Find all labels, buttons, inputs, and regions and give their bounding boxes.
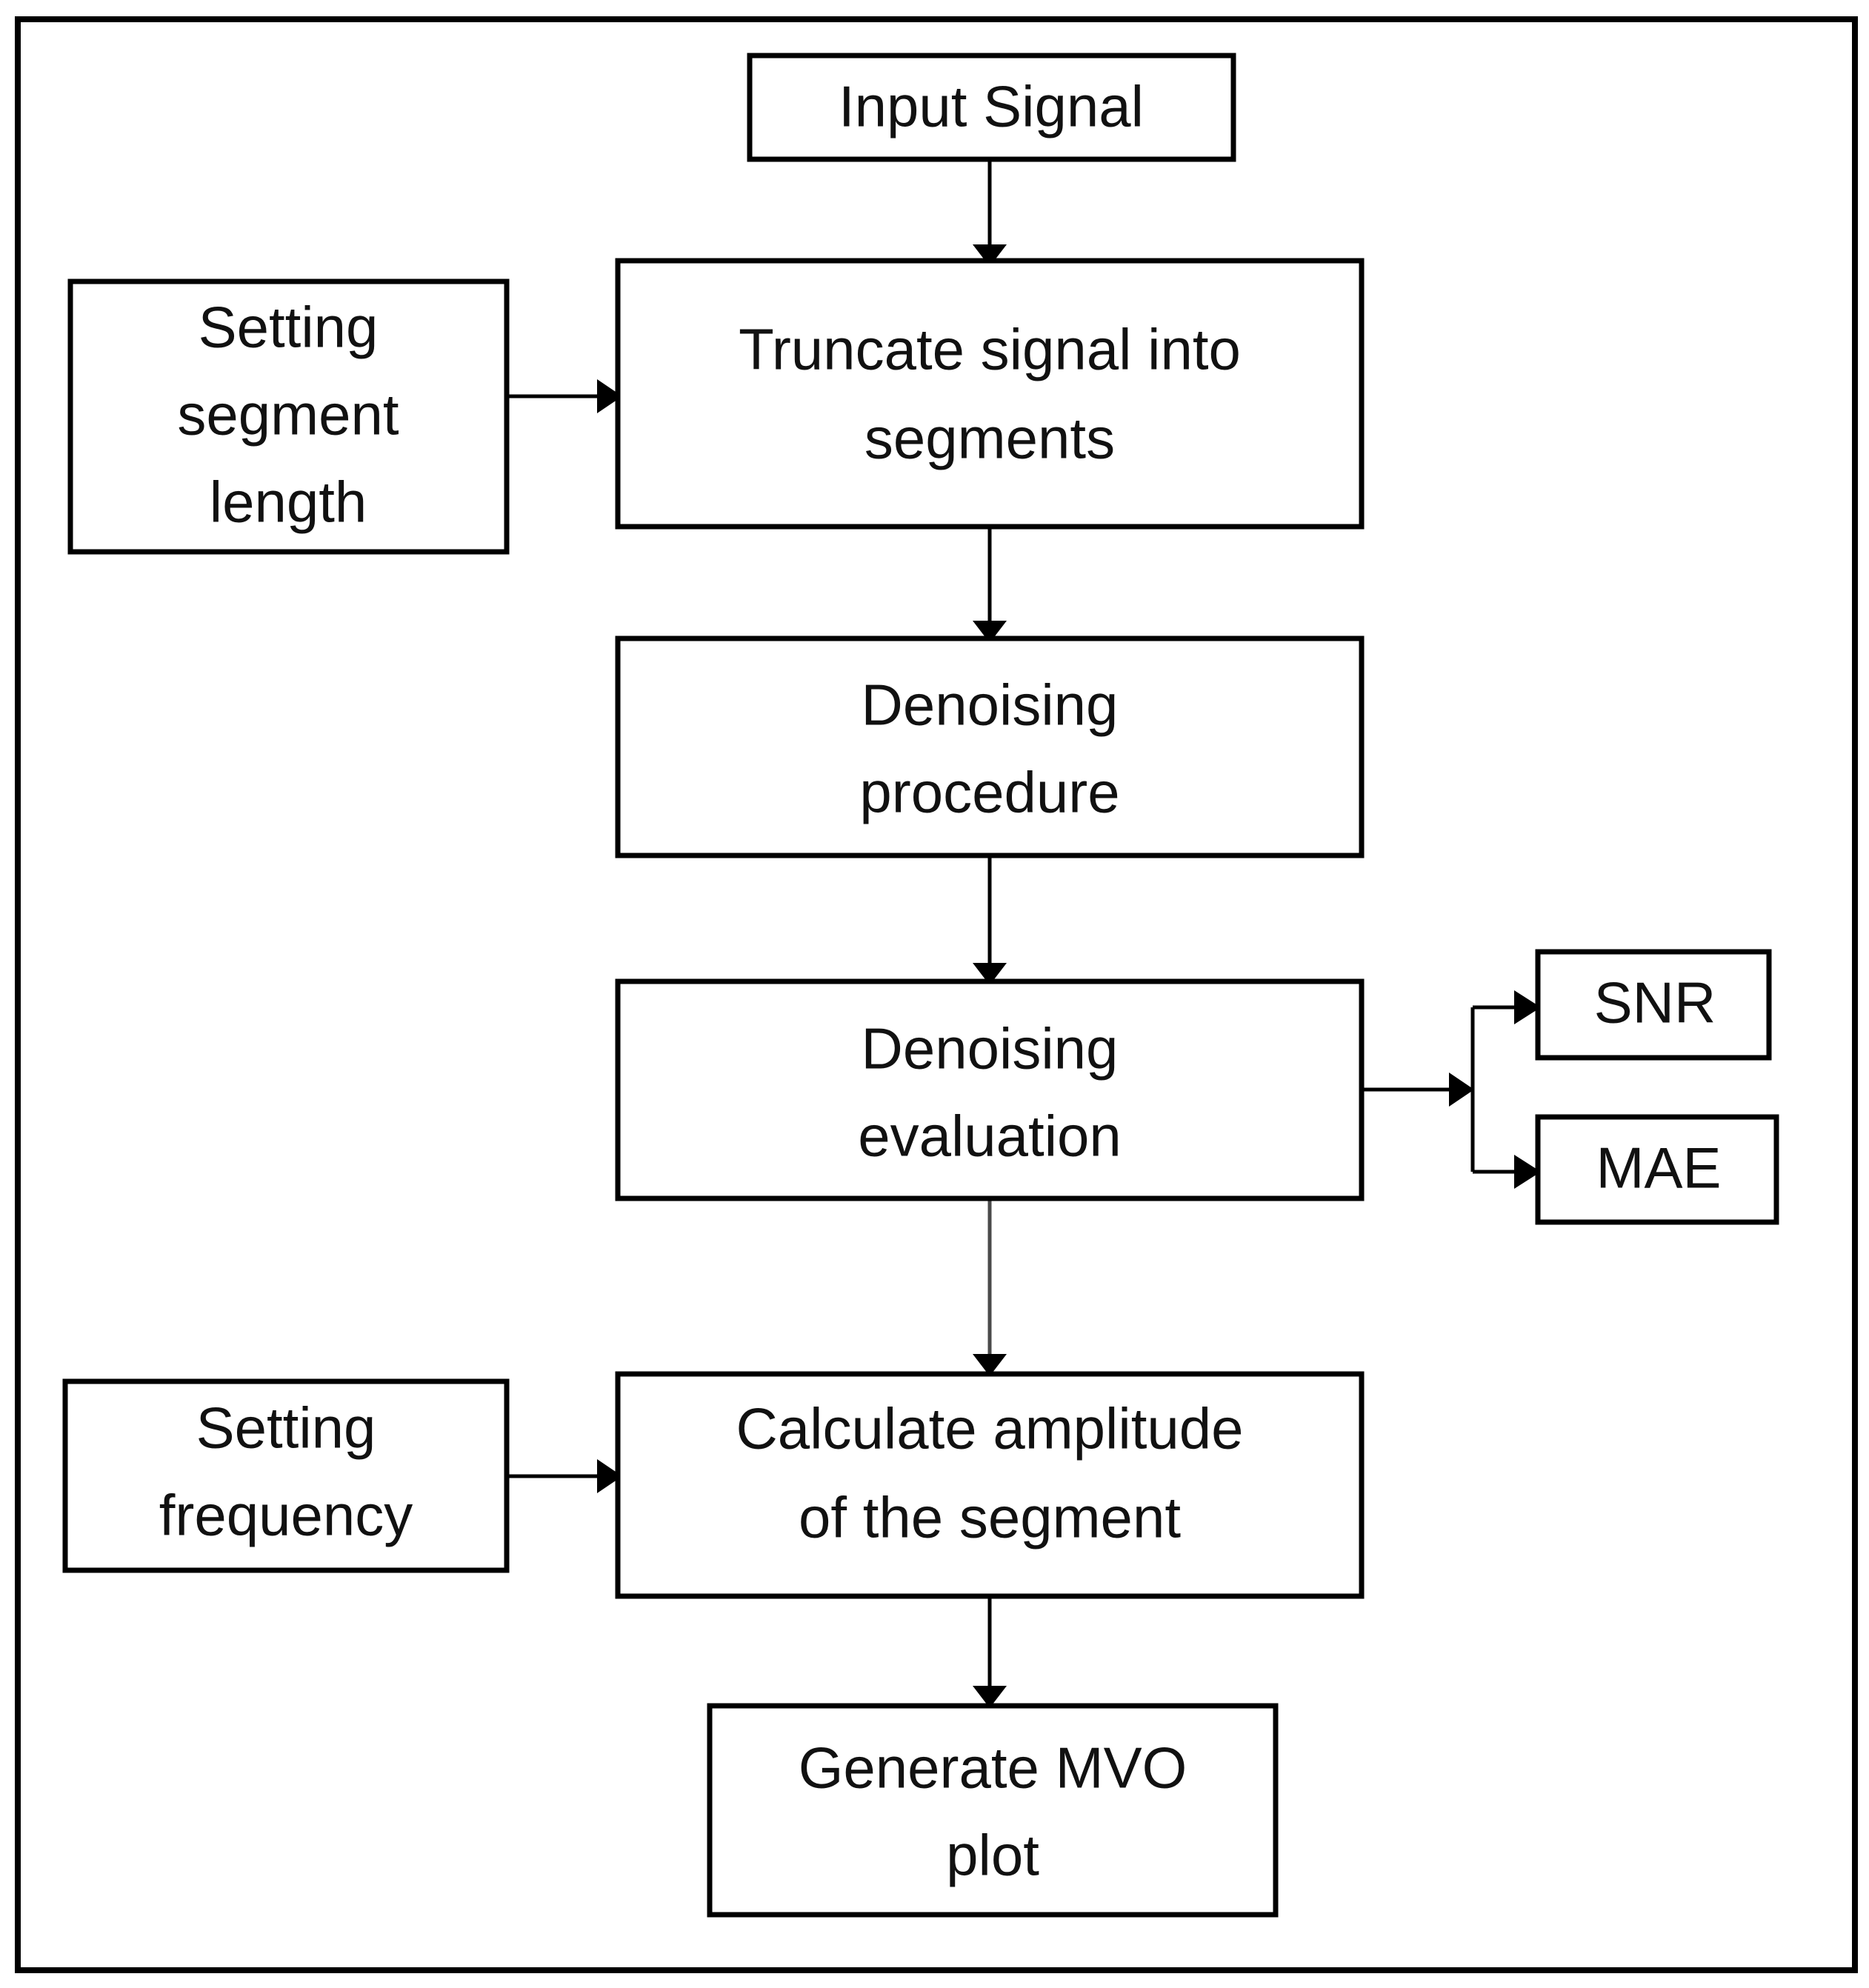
node-setting-segment-length-line-3: length <box>210 470 367 535</box>
node-setting-segment-length-line-2: segment <box>177 382 399 447</box>
edge-input-to-truncate <box>973 159 1007 267</box>
node-generate-mvo-plot[interactable]: Generate MVO plot <box>707 1703 1279 1918</box>
node-denoising-evaluation-box[interactable] <box>615 978 1365 1201</box>
node-generate-mvo-plot-box[interactable] <box>707 1703 1279 1918</box>
node-truncate-signal-line-1: Truncate signal into <box>739 317 1241 382</box>
node-calculate-amplitude-box[interactable] <box>615 1371 1365 1599</box>
node-generate-mvo-plot-line-2: plot <box>946 1823 1039 1888</box>
edge-branch-to-mae <box>1473 1155 1541 1189</box>
edge-branch-to-snr <box>1473 990 1541 1024</box>
node-truncate-signal-box[interactable] <box>615 258 1365 530</box>
node-setting-frequency-box[interactable] <box>62 1378 510 1573</box>
edge-calculate-to-generate-mvo <box>973 1596 1007 1708</box>
edge-truncate-to-denoising-procedure <box>973 527 1007 643</box>
node-denoising-evaluation[interactable]: Denoising evaluation <box>615 978 1365 1201</box>
node-snr-box[interactable] <box>1535 949 1772 1061</box>
node-denoising-procedure-line-2: procedure <box>859 760 1119 825</box>
node-calculate-amplitude-line-1: Calculate amplitude <box>736 1396 1243 1461</box>
node-truncate-signal[interactable]: Truncate signal into segments <box>615 258 1365 530</box>
node-input-signal-label: Input Signal <box>839 74 1144 139</box>
node-denoising-procedure[interactable]: Denoising procedure <box>615 636 1365 858</box>
node-input-signal[interactable]: Input Signal <box>747 53 1236 162</box>
edge-evaluation-to-branch-junction <box>1362 1073 1474 1107</box>
node-truncate-signal-line-2: segments <box>864 406 1115 471</box>
node-mae-box[interactable] <box>1535 1114 1779 1225</box>
node-setting-segment-length-line-1: Setting <box>199 295 379 360</box>
edge-seglength-to-truncate <box>507 379 622 413</box>
node-snr[interactable]: SNR <box>1535 949 1772 1061</box>
node-calculate-amplitude-line-2: of the segment <box>799 1485 1181 1550</box>
node-input-signal-box[interactable] <box>747 53 1236 162</box>
outer-frame-border <box>15 16 1858 1973</box>
edge-frequency-to-calculate-amplitude <box>507 1459 622 1493</box>
node-setting-frequency-line-1: Setting <box>196 1395 376 1461</box>
node-mae-label: MAE <box>1596 1135 1721 1201</box>
node-setting-segment-length-box[interactable] <box>67 278 510 555</box>
node-denoising-procedure-box[interactable] <box>615 636 1365 858</box>
node-mae[interactable]: MAE <box>1535 1114 1779 1225</box>
node-generate-mvo-plot-line-1: Generate MVO <box>799 1735 1187 1801</box>
node-calculate-amplitude[interactable]: Calculate amplitude of the segment <box>615 1371 1365 1599</box>
node-denoising-procedure-line-1: Denoising <box>862 673 1119 738</box>
edge-evaluation-to-calculate-amplitude <box>973 1198 1007 1376</box>
node-setting-frequency[interactable]: Setting frequency <box>62 1378 510 1573</box>
node-setting-segment-length[interactable]: Setting segment length <box>67 278 510 555</box>
node-setting-frequency-line-2: frequency <box>159 1483 413 1548</box>
node-denoising-evaluation-line-2: evaluation <box>858 1104 1122 1169</box>
node-denoising-evaluation-line-1: Denoising <box>862 1016 1119 1081</box>
edge-denoising-procedure-to-evaluation <box>973 855 1007 985</box>
node-snr-label: SNR <box>1594 970 1716 1035</box>
